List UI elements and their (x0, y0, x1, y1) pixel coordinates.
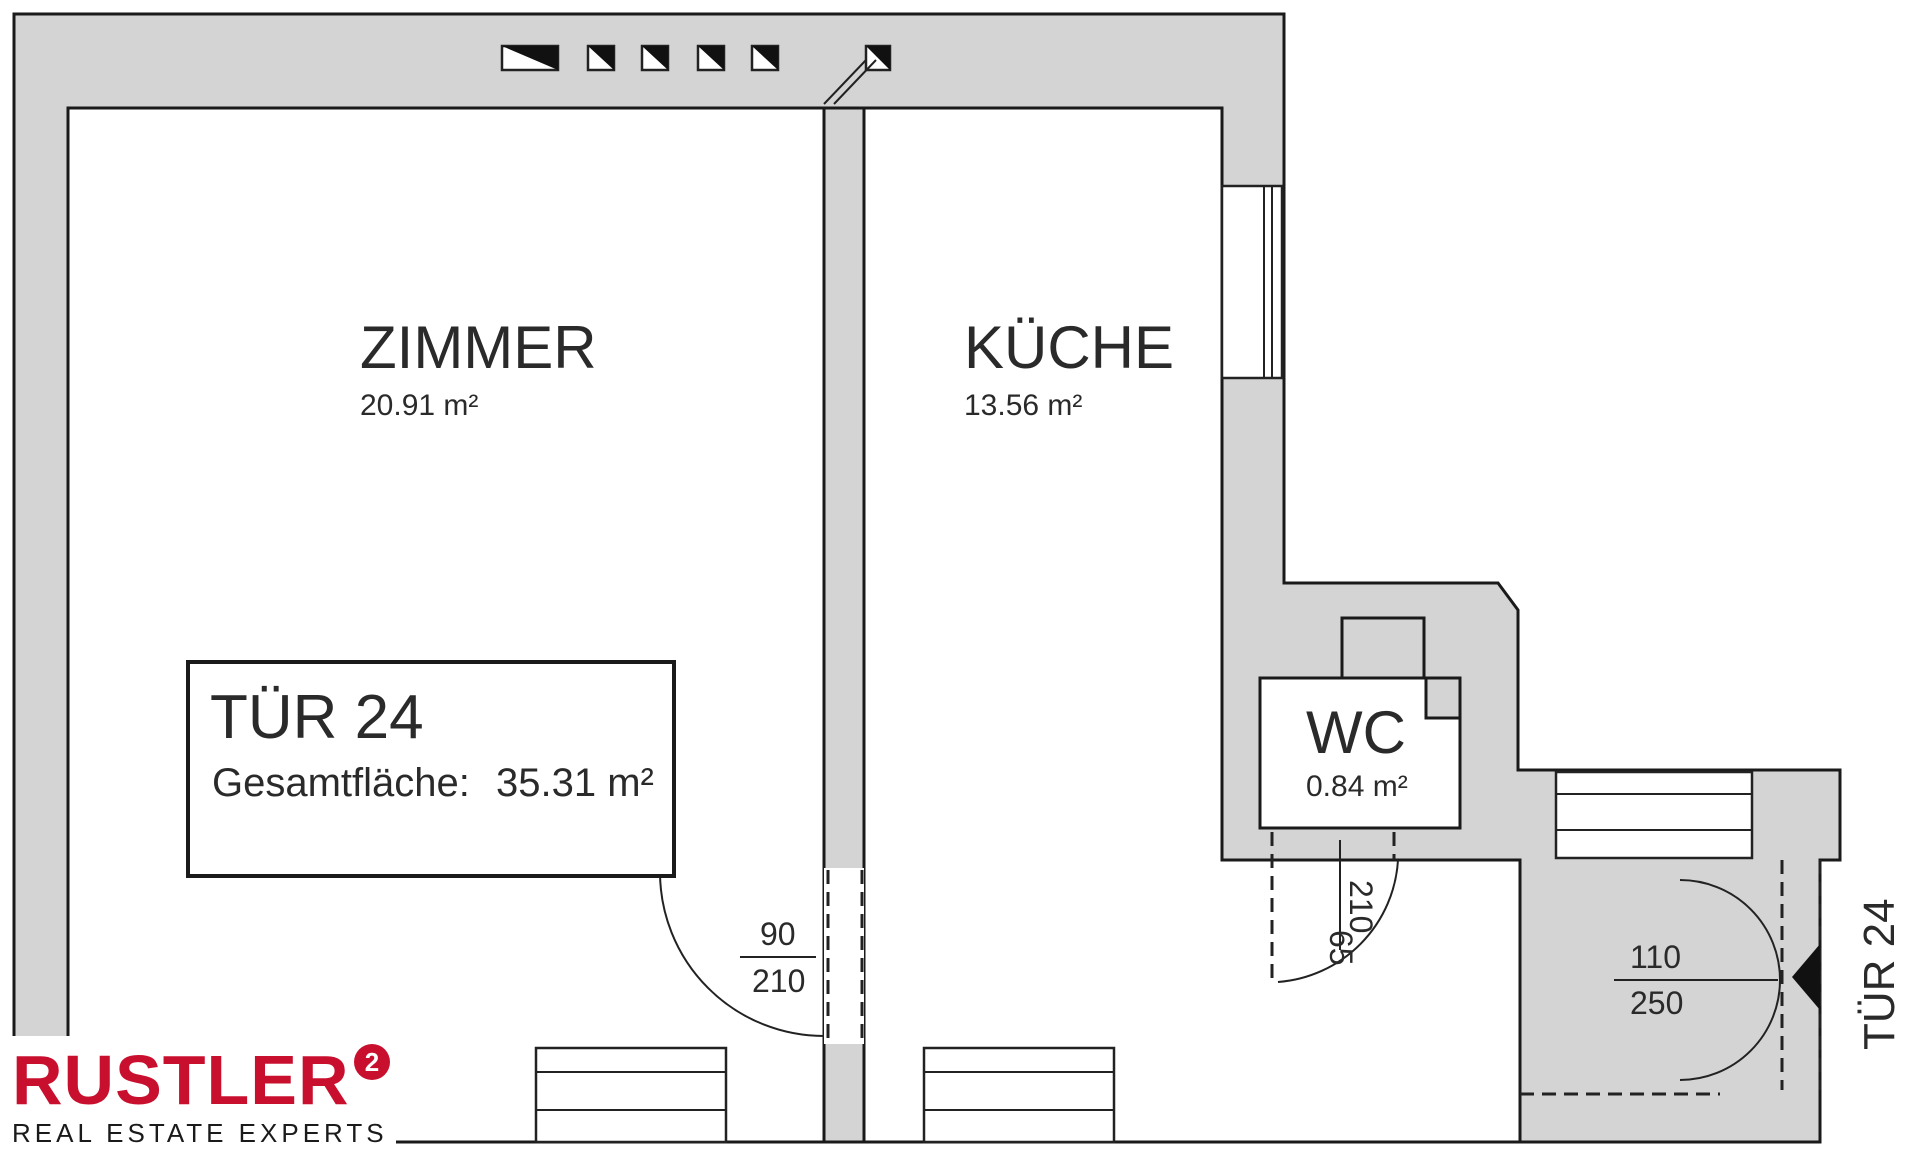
wc-door-height: 210 (1343, 880, 1379, 933)
room-kueche (862, 106, 1522, 1144)
unit-total-value: 35.31 m² (496, 761, 654, 805)
entry-door-label: TÜR 24 (1855, 898, 1904, 1050)
unit-info-box (186, 660, 676, 878)
wc-shaft (1340, 616, 1426, 680)
logo-brand: RUSTLER (12, 1041, 350, 1119)
wc-fixture (1424, 676, 1462, 720)
logo-mark-icon: 2 (354, 1044, 390, 1080)
unit-total-label: Gesamtfläche: (212, 761, 470, 805)
partition-wall (822, 106, 866, 872)
room-area-zimmer: 20.91 m² (360, 389, 478, 422)
entry-door-width: 110 (1630, 939, 1681, 975)
entry-door-height: 250 (1630, 985, 1683, 1021)
room-area-kueche: 13.56 m² (964, 389, 1082, 422)
entry-door (1520, 860, 1822, 1096)
kitchen-window (1220, 184, 1284, 380)
zimmer-door (659, 868, 864, 1044)
room-name-wc: WC (1306, 699, 1406, 766)
wc-door (1270, 832, 1399, 983)
zimmer-door-height: 210 (752, 963, 805, 999)
unit-title: TÜR 24 (210, 683, 424, 752)
room-zimmer (66, 106, 826, 1144)
room-name-zimmer: ZIMMER (360, 314, 597, 381)
wc-door-width: 65 (1323, 930, 1359, 966)
room-name-kueche: KÜCHE (964, 314, 1174, 381)
chimney-flues (500, 44, 892, 105)
room-area-wc: 0.84 m² (1306, 770, 1408, 803)
bottom-windows (534, 770, 1754, 1144)
rustler-logo: RUSTLER 2 REAL ESTATE EXPERTS (0, 1036, 396, 1152)
logo-tagline: REAL ESTATE EXPERTS (12, 1118, 388, 1148)
zimmer-door-width: 90 (760, 916, 796, 952)
